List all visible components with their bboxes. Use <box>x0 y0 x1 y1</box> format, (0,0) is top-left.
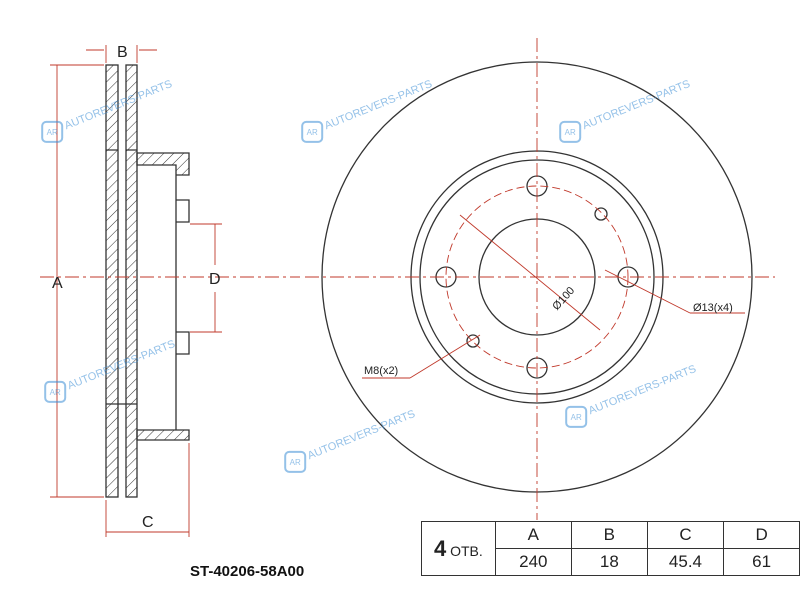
section-dimension-lines <box>40 45 300 537</box>
dimension-b-label: B <box>117 44 128 61</box>
header-c: C <box>646 521 725 549</box>
value-b: 18 <box>570 548 648 576</box>
dimension-a-label: A <box>52 275 63 292</box>
watermark-logo-icon: AR <box>565 405 588 428</box>
header-a: A <box>494 521 572 549</box>
header-d: D <box>723 521 800 549</box>
watermark-logo-icon: AR <box>301 120 324 143</box>
spec-table: 4 ОТВ. A B C D 240 18 45.4 61 <box>421 521 800 576</box>
thread-hole <box>466 334 480 348</box>
watermark-logo-icon: AR <box>559 120 582 143</box>
header-b: B <box>570 521 648 549</box>
front-center-lines <box>305 38 775 520</box>
holes-count-cell: 4 ОТВ. <box>421 521 496 576</box>
section-view <box>105 64 190 498</box>
thread-hole-annotation: M8(x2) <box>364 365 398 377</box>
watermark-logo-icon: AR <box>44 380 67 403</box>
part-number: ST-40206-58A00 <box>190 563 305 580</box>
bolt-hole-annotation: Ø13(x4) <box>693 302 733 314</box>
dimension-c-label: C <box>142 514 154 531</box>
value-a: 240 <box>494 548 572 576</box>
thread-hole <box>594 207 608 221</box>
value-d: 61 <box>723 548 800 576</box>
watermark-logo-icon: AR <box>284 450 307 473</box>
watermark-logo-icon: AR <box>41 120 64 143</box>
dimension-d-label: D <box>209 271 221 288</box>
value-c: 45.4 <box>646 548 725 576</box>
